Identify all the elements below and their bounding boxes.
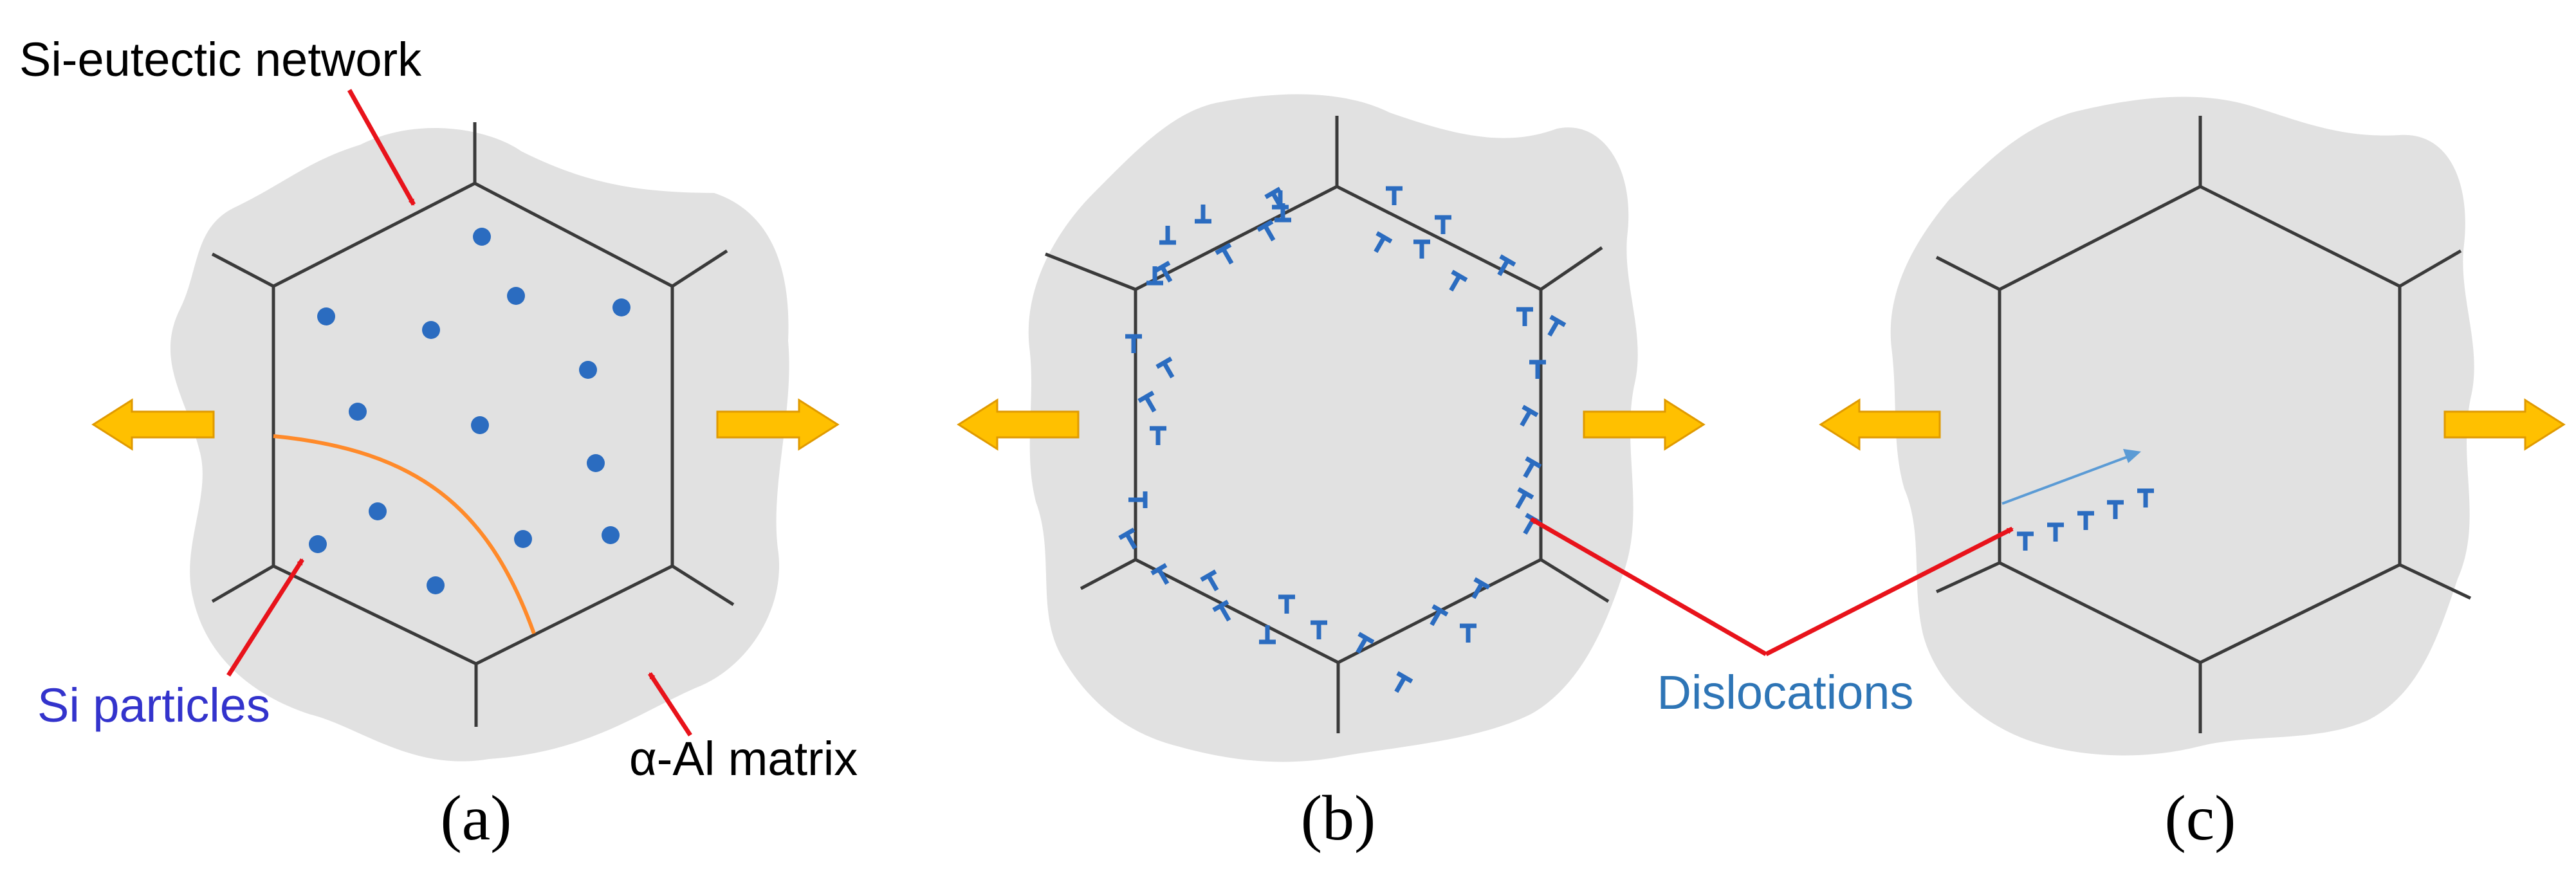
- panel-c: (c): [1819, 96, 2566, 854]
- pointer-dislocations-b: [1530, 517, 1767, 657]
- label-si-eutectic-network: Si-eutectic network: [19, 33, 422, 86]
- si-particle: [422, 321, 440, 339]
- slip-arrow-head: [2123, 449, 2141, 463]
- dislocations-callout: Dislocations: [1530, 517, 2014, 719]
- pointer-si-eutectic: [347, 89, 416, 206]
- grain-boundaries-c: [1935, 116, 2472, 733]
- si-particle: [349, 403, 367, 421]
- load-arrow-right-c: [2443, 398, 2566, 451]
- si-particle: [369, 502, 387, 520]
- caption-a: (a): [441, 782, 512, 854]
- panel-a: Si-eutectic network Si particles α-Al ma…: [19, 33, 858, 854]
- triple-junction-lines-a: [211, 122, 735, 727]
- si-particle: [473, 228, 491, 246]
- si-particle: [317, 307, 335, 325]
- triple-junction-lines-c: [1935, 116, 2472, 733]
- label-dislocations: Dislocations: [1657, 666, 1914, 719]
- load-arrow-right-b: [1583, 398, 1706, 451]
- si-particle: [309, 535, 327, 553]
- pointer-si-particles: [226, 558, 304, 677]
- slip-direction-arrow: [2001, 453, 2135, 505]
- load-arrow-left-b: [957, 398, 1080, 451]
- crack-curve: [273, 434, 536, 635]
- si-particle: [514, 530, 532, 548]
- si-particle: [471, 416, 489, 434]
- caption-c: (c): [2165, 782, 2236, 854]
- panel-b: (b): [957, 94, 1706, 854]
- label-matrix: α-Al matrix: [629, 732, 858, 785]
- triple-junction-lines-b: [1045, 116, 1610, 733]
- grain-boundaries-b: [1045, 116, 1610, 733]
- si-particle: [602, 526, 620, 544]
- matrix-blob-a: [170, 127, 789, 762]
- si-particle: [587, 454, 605, 472]
- load-arrow-left-a: [91, 398, 215, 451]
- load-arrow-right-a: [716, 398, 840, 451]
- caption-b: (b): [1301, 782, 1376, 854]
- si-particle: [579, 361, 597, 379]
- si-particle: [507, 287, 525, 305]
- pointer-dislocations-c: [1765, 526, 2014, 657]
- label-si-particles: Si particles: [37, 679, 270, 732]
- load-arrow-left-c: [1819, 398, 1941, 451]
- grain-boundaries-a: [211, 122, 735, 727]
- matrix-blob-c: [1890, 96, 2474, 756]
- si-particles: [309, 228, 630, 594]
- si-particle: [427, 576, 445, 594]
- si-particle: [612, 298, 630, 316]
- pointer-matrix: [648, 672, 692, 736]
